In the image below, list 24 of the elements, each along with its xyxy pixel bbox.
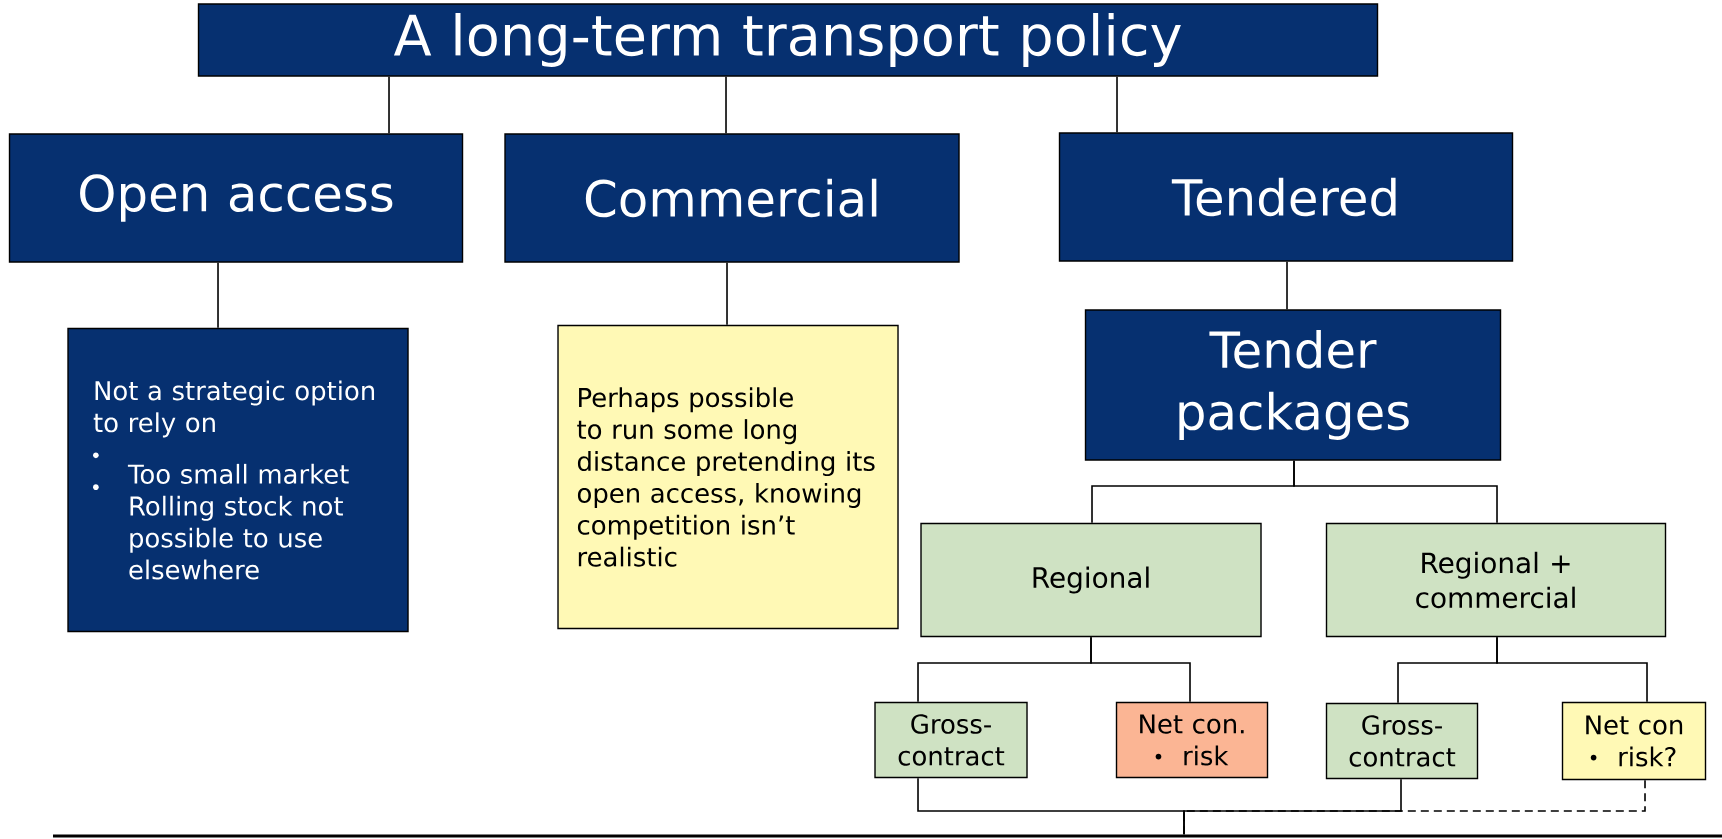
category-box: Tendered [1058,132,1514,262]
connector-line [1116,75,1118,134]
category-box: Open access [8,133,464,263]
connector-line [1293,459,1498,524]
title-box: A long-term transport policy [197,3,1379,77]
note-box: Perhaps possible to run some long distance pretending its open access, knowing competition isn’t realistic [557,324,899,630]
connector-line [388,75,390,135]
category-box: Commercial [504,133,960,263]
contract-box: Net con risk? [1561,701,1707,781]
connector-line [726,261,728,326]
connector-line [1183,778,1402,836]
horizontal-bar [53,834,1722,838]
connector-line [1090,636,1191,703]
connector-line [1286,260,1288,311]
package-box: Regional [920,522,1262,638]
contract-box: Gross-contract [874,701,1028,779]
package-box: Tender packages [1084,309,1502,461]
connector-line [725,75,727,135]
connector-line [1496,636,1648,703]
contract-box: Gross-contract [1325,702,1479,780]
contract-box: Net con. risk [1115,701,1269,779]
note-box: Not a strategic option to rely on Too small market Rolling stock not possible to use elsewhere [67,327,409,633]
package-box: Regional + commercial [1325,522,1667,638]
connector-line [217,261,219,329]
